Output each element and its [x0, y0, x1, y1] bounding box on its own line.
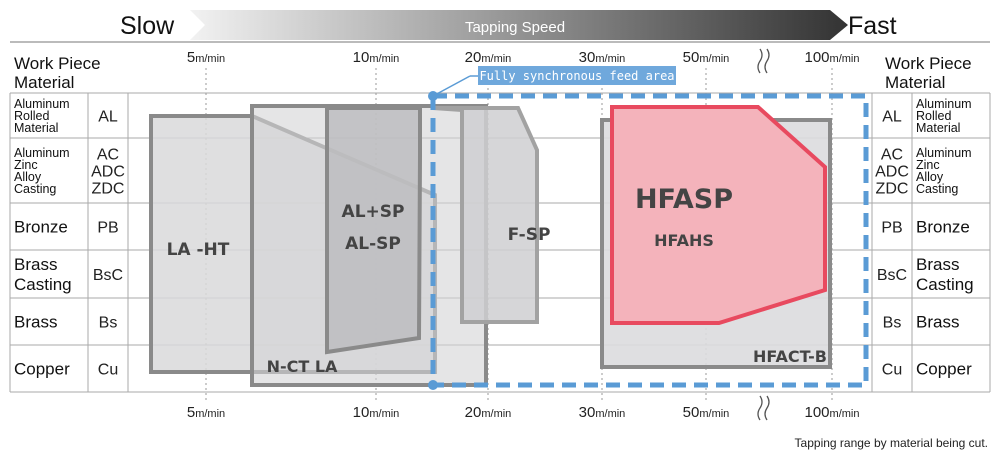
speed-label-top-1: 10m/min	[353, 49, 400, 66]
sync-feed-label: Fully synchronous feed area	[479, 69, 674, 83]
speed-label-top-5: 100m/min	[805, 49, 860, 66]
label-al-sp: AL-SP	[345, 234, 401, 254]
material-abbr-left-1-1: ADC	[91, 164, 125, 181]
speed-arrow	[190, 10, 848, 40]
material-abbr-left-1-2: ZDC	[92, 181, 125, 198]
material-abbr-right-1-1: ADC	[875, 164, 909, 181]
material-name-left-0-2: Material	[14, 121, 58, 135]
axis-break-top	[757, 48, 770, 74]
material-name-left-1-3: Casting	[14, 182, 56, 196]
work-piece-label-left-1: Work Piece	[14, 54, 101, 73]
material-name-left-0-1: Rolled	[14, 109, 49, 123]
material-name-left-0-0: Aluminum	[14, 97, 70, 111]
material-abbr-right-5-0: Cu	[882, 362, 902, 379]
material-abbr-left-4-0: Bs	[99, 315, 118, 332]
material-name-right-1-0: Aluminum	[916, 146, 972, 160]
caption: Tapping range by material being cut.	[795, 436, 988, 450]
material-name-right-4-0: Brass	[916, 313, 959, 332]
axis-break-bottom	[757, 395, 770, 421]
material-name-right-0-1: Rolled	[916, 109, 951, 123]
material-abbr-left-0-0: AL	[98, 109, 118, 126]
speed-label-bottom-0: 5m/min	[187, 404, 225, 421]
material-abbr-left-3-0: BsC	[93, 267, 123, 284]
material-name-right-1-1: Zinc	[916, 158, 940, 172]
material-name-right-3-0: Brass	[916, 255, 959, 274]
range-hfasp	[610, 105, 827, 325]
material-name-right-0-0: Aluminum	[916, 97, 972, 111]
label-hfasp: HFASP	[635, 184, 733, 215]
speed-label-top-2: 20m/min	[465, 49, 512, 66]
label-f-sp: F-SP	[508, 225, 551, 245]
label-al-sp-plus: AL+SP	[342, 202, 405, 222]
work-piece-label-right-2: Material	[885, 73, 945, 92]
material-abbr-right-1-0: AC	[881, 147, 903, 164]
speed-label-bottom-3: 30m/min	[579, 404, 626, 421]
label-n-ct-la: N-CT LA	[267, 357, 338, 376]
speed-label-top-0: 5m/min	[187, 49, 225, 66]
material-name-right-2-0: Bronze	[916, 218, 970, 237]
material-abbr-left-5-0: Cu	[98, 362, 118, 379]
material-name-right-5-0: Copper	[916, 360, 972, 379]
label-la-ht: LA -HT	[167, 240, 230, 260]
material-name-left-4-0: Brass	[14, 313, 57, 332]
material-name-right-1-3: Casting	[916, 182, 958, 196]
speed-title: Tapping Speed	[465, 19, 565, 36]
material-abbr-right-3-0: BsC	[877, 267, 907, 284]
material-abbr-right-4-0: Bs	[883, 315, 902, 332]
material-name-left-1-2: Alloy	[14, 170, 42, 184]
material-name-left-3-1: Casting	[14, 275, 72, 294]
speed-label-bottom-4: 50m/min	[683, 404, 730, 421]
material-name-right-0-2: Material	[916, 121, 960, 135]
speed-label-top-3: 30m/min	[579, 49, 626, 66]
speed-label-bottom-1: 10m/min	[353, 404, 400, 421]
material-abbr-right-2-0: PB	[881, 220, 902, 237]
speed-label-bottom-5: 100m/min	[805, 404, 860, 421]
range-al-sp	[325, 106, 422, 355]
material-name-right-3-1: Casting	[916, 275, 974, 294]
slow-label: Slow	[120, 12, 175, 40]
sync-feed-area	[428, 66, 869, 390]
material-name-left-2-0: Bronze	[14, 218, 68, 237]
speed-label-top-4: 50m/min	[683, 49, 730, 66]
fast-label: Fast	[848, 12, 897, 40]
label-hfact-b: HFACT-B	[753, 347, 827, 366]
material-name-left-1-1: Zinc	[14, 158, 38, 172]
material-name-left-5-0: Copper	[14, 360, 70, 379]
material-name-left-3-0: Brass	[14, 255, 57, 274]
material-abbr-left-2-0: PB	[97, 220, 118, 237]
speed-labels: 5m/min 5m/min 10m/min 10m/min 20m/min 20m/min…	[187, 49, 860, 421]
material-abbr-right-0-0: AL	[882, 109, 902, 126]
work-piece-label-left-2: Material	[14, 73, 74, 92]
material-abbr-left-1-0: AC	[97, 147, 119, 164]
material-name-left-1-0: Aluminum	[14, 146, 70, 160]
range-f-sp	[432, 106, 539, 324]
material-name-right-1-2: Alloy	[916, 170, 944, 184]
material-abbr-right-1-2: ZDC	[876, 181, 909, 198]
speed-label-bottom-2: 20m/min	[465, 404, 512, 421]
work-piece-label-right-1: Work Piece	[885, 54, 972, 73]
label-hfahs: HFAHS	[654, 231, 714, 250]
